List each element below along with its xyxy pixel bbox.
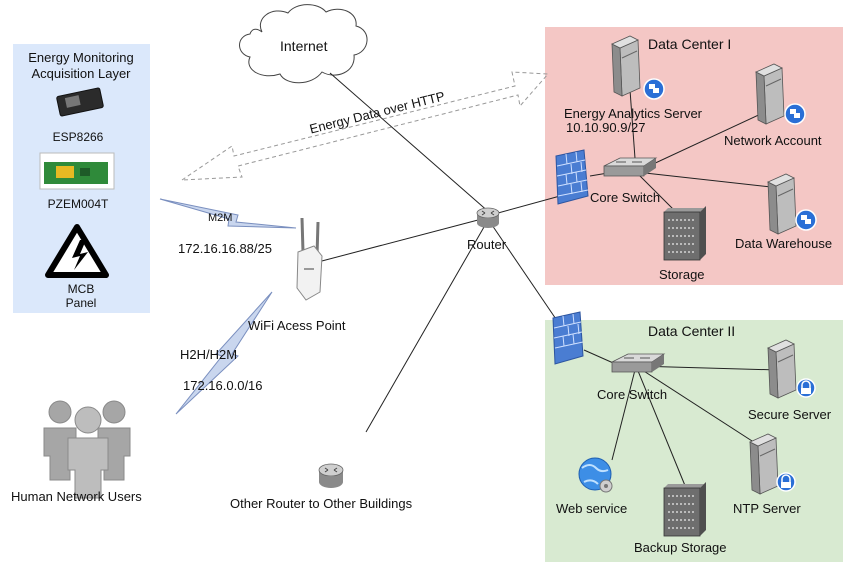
dc1-title: Data Center I [648,36,732,52]
pzem004t-module-icon [39,152,115,190]
other-router-label: Other Router to Other Buildings [230,496,413,511]
other-router-icon [318,463,344,488]
router-label: Router [467,237,507,252]
dc1-firewall-icon [555,149,589,205]
wifi-access-point-label: WiFi Acess Point [248,318,346,333]
h2h-wireless-link [175,291,273,415]
data-warehouse-server-icon [767,173,817,235]
energy-analytics-server-icon [611,35,665,100]
dc1-core-switch-label: Core Switch [590,190,661,205]
ntp-server-icon [749,433,796,495]
m2m-label: M2M [208,212,233,224]
web-service-label: Web service [556,501,628,516]
secure-server-icon [767,339,816,399]
analytics-server-label: Energy Analytics Server [564,106,703,121]
human-users-label: Human Network Users [11,489,142,504]
dc2-core-switch-icon [611,353,666,373]
acquisition-title-line2: Acquisition Layer [31,66,131,81]
internet-cloud [239,4,368,84]
backup-storage-rack-icon [663,482,706,537]
network-account-label: Network Account [724,133,822,148]
dc2-firewall-icon [552,311,584,365]
esp8266-board-icon [56,87,104,117]
human-users-icon [43,400,131,499]
dc2-core-switch-label: Core Switch [597,387,668,402]
storage-rack-icon [663,206,706,261]
dc1-core-switch-icon [603,157,658,177]
high-voltage-warning-icon [45,224,109,278]
web-service-globe-icon [578,457,613,493]
http-data-arrow [180,71,550,181]
secure-server-label: Secure Server [748,407,832,422]
analytics-server-ip: 10.10.90.9/27 [566,120,646,135]
esp8266-label: ESP8266 [52,130,104,144]
h2h-label: H2H/H2M [180,347,238,362]
h2h-ip-label: 172.16.0.0/16 [183,378,263,393]
storage-label: Storage [659,267,705,282]
acquisition-title-line1: Energy Monitoring [28,50,134,65]
m2m-wireless-link [159,198,297,229]
ntp-server-label: NTP Server [733,501,801,516]
network-account-server-icon [755,63,806,125]
internet-label: Internet [280,38,328,54]
mcb-label-line2: Panel [65,296,97,310]
router-icon [476,207,500,228]
m2m-ip-label: 172.16.16.88/25 [178,241,272,256]
mcb-label-line1: MCB [67,282,95,296]
data-warehouse-label: Data Warehouse [735,236,833,251]
dc2-title: Data Center II [648,323,736,339]
pzem004t-label: PZEM004T [47,197,109,211]
backup-storage-label: Backup Storage [634,540,727,555]
wifi-access-point-icon [296,217,323,301]
